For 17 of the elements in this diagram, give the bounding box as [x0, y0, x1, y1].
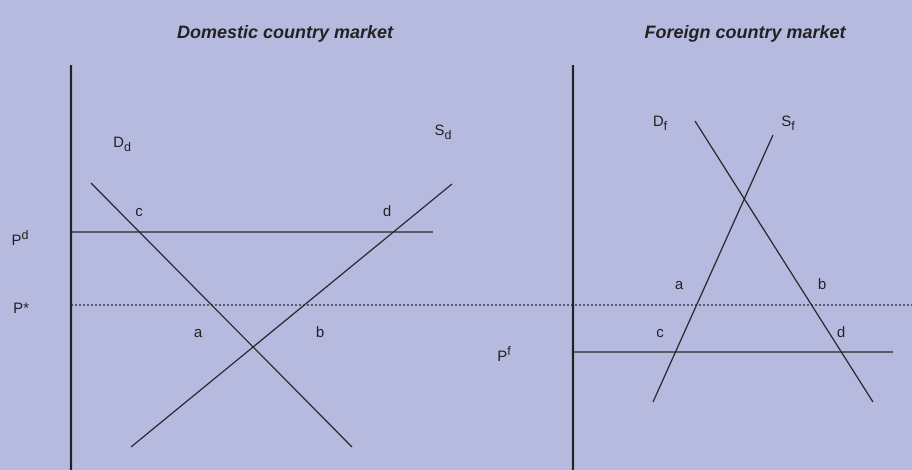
price-label: P*: [13, 300, 29, 318]
point-label: a: [674, 276, 684, 294]
point-label: a: [194, 324, 202, 342]
point-label: c: [656, 324, 664, 342]
curve-label: D$_{f}$: [652, 113, 668, 135]
price-label: P$^{f}$: [497, 343, 511, 366]
point-label: b: [316, 324, 324, 342]
curve-label: S$_{d}$: [434, 122, 452, 144]
curve-label: S$_{f}$: [781, 113, 795, 135]
curve-label: D$_{d}$: [113, 134, 131, 156]
point-label: c: [135, 203, 143, 221]
panel-title: Foreign country market: [644, 21, 846, 43]
point-label: d: [382, 203, 392, 221]
panel-title: Domestic country market: [176, 21, 394, 43]
point-label: d: [836, 324, 846, 342]
price-label: P$^{d}$: [12, 227, 28, 250]
point-label: b: [818, 276, 826, 294]
